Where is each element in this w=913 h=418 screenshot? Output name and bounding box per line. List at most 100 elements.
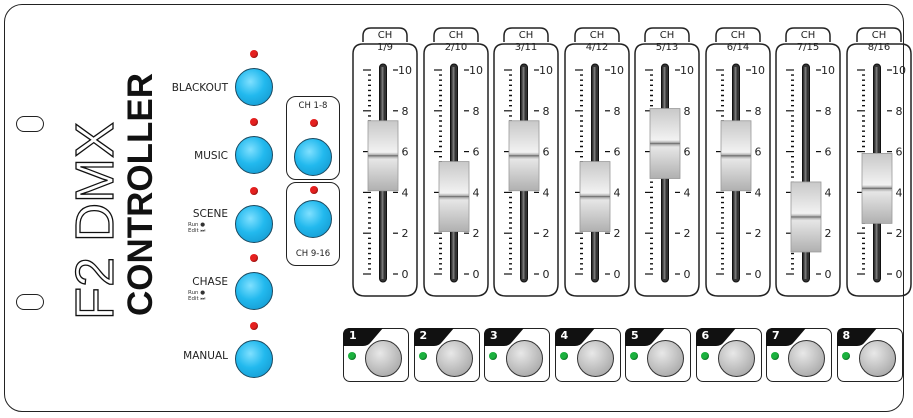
scene-number: 7 xyxy=(772,329,780,342)
fader-knob[interactable] xyxy=(438,161,469,232)
fader-scale-label: 2 xyxy=(402,227,409,240)
scene-push-button[interactable] xyxy=(647,340,684,377)
music-button[interactable] xyxy=(235,136,273,174)
fader-channel-number: 6/14 xyxy=(726,42,748,53)
device-title: F2 DMX CONTROLLER xyxy=(64,73,160,321)
fader-ch-label: CH xyxy=(589,30,604,41)
fader-ch-label: CH xyxy=(871,30,886,41)
fader-knob[interactable] xyxy=(790,181,822,253)
fader-scale-label: 8 xyxy=(754,105,761,118)
fader-scale-label: 10 xyxy=(610,64,624,77)
fader-knob[interactable] xyxy=(720,120,751,192)
scene-number: 3 xyxy=(490,329,498,342)
fader-frame xyxy=(775,27,841,297)
scene-button-1[interactable]: 1 xyxy=(343,328,409,382)
scene-push-button[interactable] xyxy=(717,340,755,377)
fader-scale-label: 6 xyxy=(895,146,902,159)
mounting-slot-top xyxy=(16,116,44,132)
fader-ch-label: CH xyxy=(378,30,393,41)
fader-scale-label: 0 xyxy=(402,268,409,281)
scene-push-button[interactable] xyxy=(858,340,896,377)
bank-ch9-16-led xyxy=(310,186,318,194)
fader-scale-label: 0 xyxy=(825,268,832,281)
scene-button-3[interactable]: 3 xyxy=(484,328,550,382)
fader-scale-label: 6 xyxy=(472,146,479,159)
fader-frame xyxy=(845,27,912,297)
fader-scale-label: 2 xyxy=(895,227,902,240)
fader-scale-label: 6 xyxy=(402,146,409,159)
scene-button-8[interactable]: 8 xyxy=(836,328,903,382)
scene-button-5[interactable]: 5 xyxy=(625,328,691,382)
scene-number: 1 xyxy=(349,329,357,342)
scene-number-tab xyxy=(625,328,665,346)
fader-channel-number: 7/15 xyxy=(797,42,819,53)
scene-led xyxy=(489,352,497,360)
manual-button[interactable] xyxy=(235,340,273,378)
chase-label: CHASE xyxy=(192,276,228,288)
chase-button[interactable] xyxy=(235,272,273,310)
fader-scale-label: 6 xyxy=(754,146,761,159)
fader-knob[interactable] xyxy=(508,120,540,192)
fader-knob[interactable] xyxy=(579,161,610,232)
fader-track-highlight xyxy=(804,67,807,279)
fader-scale-label: 0 xyxy=(543,268,550,281)
fader-scale-label: 4 xyxy=(543,186,550,199)
fader-channel-number: 8/16 xyxy=(867,42,889,53)
fader-knob[interactable] xyxy=(861,152,892,224)
scene-button-4[interactable]: 4 xyxy=(554,328,621,382)
fader-channel-number: 1/9 xyxy=(377,42,393,53)
fader-scale-label: 4 xyxy=(825,186,832,199)
bank-ch1-8-led xyxy=(310,119,318,127)
fader-frame xyxy=(422,27,489,297)
fader-scale-label: 10 xyxy=(469,64,483,77)
chase-edit-label: Edit ⏭ xyxy=(188,296,206,302)
fader-ch-label: CH xyxy=(519,30,534,41)
fader-scale-label: 10 xyxy=(398,64,412,77)
fader-scale-label: 8 xyxy=(684,105,691,118)
scene-led xyxy=(630,352,638,360)
scene-push-button[interactable] xyxy=(788,340,825,377)
scene-button-7[interactable]: 7 xyxy=(766,328,832,382)
fader-channel-number: 5/13 xyxy=(656,42,678,53)
fader-knob[interactable] xyxy=(367,120,399,192)
bank-ch9-16-button[interactable] xyxy=(294,200,332,238)
scene-button[interactable] xyxy=(235,205,273,243)
blackout-button[interactable] xyxy=(235,68,273,106)
fader-scale-label: 4 xyxy=(754,186,761,199)
scene-push-button[interactable] xyxy=(365,340,402,377)
scene-edit-label: Edit ⏭ xyxy=(188,228,206,234)
scene-push-button[interactable] xyxy=(506,340,543,377)
fader-ch-label: CH xyxy=(660,30,675,41)
bank-ch1-8-button[interactable] xyxy=(294,138,332,176)
scene-number: 8 xyxy=(842,329,851,342)
scene-push-button[interactable] xyxy=(435,340,473,377)
fader-channel-number: 4/12 xyxy=(585,42,607,53)
scene-number: 4 xyxy=(560,329,569,342)
fader-scale-label: 0 xyxy=(472,268,479,281)
scene-button-2[interactable]: 2 xyxy=(413,328,480,382)
scene-number: 6 xyxy=(701,329,710,342)
fader-frame xyxy=(634,27,700,297)
fader-scale-label: 8 xyxy=(895,105,902,118)
scene-number-tab xyxy=(343,328,383,346)
fader-scale-label: 10 xyxy=(821,64,835,77)
fader-scale-label: 0 xyxy=(613,268,620,281)
fader-scale-label: 4 xyxy=(402,186,409,199)
fader-scale-label: 2 xyxy=(825,227,832,240)
fader-scale-label: 8 xyxy=(472,105,479,118)
music-label: MUSIC xyxy=(194,150,228,162)
fader-knob[interactable] xyxy=(649,108,681,179)
fader-channel-number: 2/10 xyxy=(444,42,466,53)
scene-push-button[interactable] xyxy=(576,340,614,377)
scene-button-6[interactable]: 6 xyxy=(695,328,762,382)
fader-scale-label: 4 xyxy=(684,186,691,199)
fader-channel-number: 3/11 xyxy=(515,42,537,53)
scene-number: 5 xyxy=(631,329,639,342)
manual-led xyxy=(250,322,258,330)
fader-scale-label: 6 xyxy=(825,146,832,159)
